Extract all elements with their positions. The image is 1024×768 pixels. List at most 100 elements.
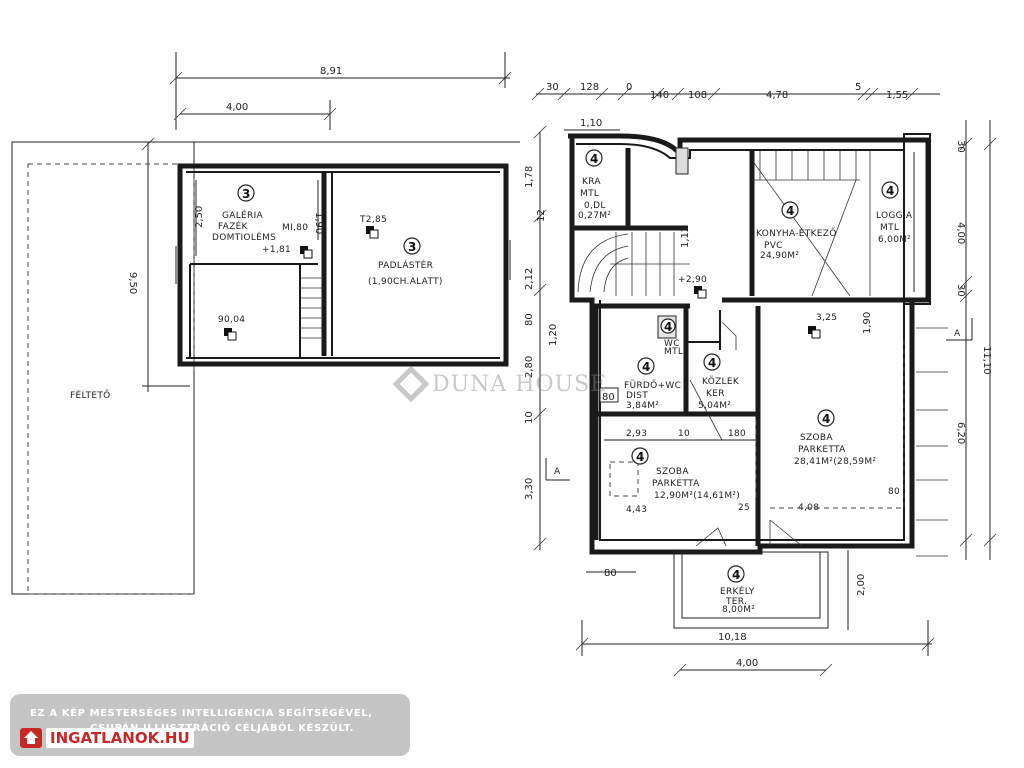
svg-text:30: 30	[955, 284, 966, 297]
svg-text:T2,85: T2,85	[359, 215, 387, 225]
svg-text:KER: KER	[706, 389, 725, 399]
upper-dimensions: 8,91 4,00 9,50	[127, 52, 512, 392]
svg-text:80: 80	[604, 568, 617, 579]
svg-text:+1,81: +1,81	[262, 245, 291, 255]
room-galeria: 3 GALÉRIA FAZÉK DOMTIOLÉMS MI,80 +1,81 9…	[212, 184, 313, 341]
svg-text:12,90M²(14,61M²): 12,90M²(14,61M²)	[654, 491, 740, 501]
chimney-icon	[675, 147, 689, 175]
section-markers: A A	[545, 318, 973, 481]
svg-text:(1,90CH.ALATT): (1,90CH.ALATT)	[368, 277, 443, 287]
room-kozlek: 4 KÖZLEK KER 5,04M²	[698, 353, 740, 411]
svg-text:4: 4	[590, 152, 598, 166]
svg-text:80: 80	[602, 392, 615, 403]
disclaimer-text: EZ A KÉP MESTERSÉGES INTELLIGENCIA SEGÍT…	[30, 706, 400, 736]
duna-house-logo-icon	[392, 365, 430, 403]
svg-text:LOGGIA: LOGGIA	[876, 211, 913, 221]
svg-text:PADLÁSTÉR: PADLÁSTÉR	[378, 259, 433, 271]
section-a-left: A	[554, 467, 561, 477]
room-number-badge	[817, 409, 835, 427]
svg-text:2,00: 2,00	[856, 574, 867, 596]
svg-text:4: 4	[664, 320, 672, 334]
svg-text:10,18: 10,18	[718, 632, 747, 643]
dim-top-total: 8,91	[320, 66, 342, 77]
room-number-badge	[881, 181, 899, 199]
svg-text:MI,80: MI,80	[282, 223, 308, 233]
svg-text:4,43: 4,43	[626, 505, 647, 515]
upper-floor-walls: 2,50 1,90	[175, 163, 511, 367]
svg-text:ERKÉLY: ERKÉLY	[720, 585, 755, 597]
svg-text:180: 180	[728, 429, 746, 439]
svg-text:PVC: PVC	[764, 241, 783, 251]
section-a-right: A	[954, 329, 961, 339]
svg-text:1,90: 1,90	[862, 312, 873, 334]
svg-text:2,93: 2,93	[626, 429, 647, 439]
svg-text:4,08: 4,08	[798, 503, 819, 513]
svg-text:80: 80	[524, 313, 535, 326]
svg-text:FAZÉK: FAZÉK	[218, 220, 249, 232]
ingatlanok-logo-text: INGATLANOK.HU	[46, 728, 194, 748]
roof-outline: FÉLTETŐ	[11, 141, 520, 595]
dim-top-sub: 4,00	[226, 102, 248, 113]
svg-text:TER.: TER.	[725, 597, 747, 607]
svg-text:12: 12	[536, 209, 547, 222]
svg-text:3,30: 3,30	[524, 478, 535, 500]
svg-text:DOMTIOLÉMS: DOMTIOLÉMS	[212, 231, 276, 243]
svg-text:4: 4	[732, 568, 740, 582]
room-number-badge	[660, 318, 676, 334]
room-wc: 4 WC MTL	[657, 315, 683, 357]
svg-text:1,78: 1,78	[524, 166, 535, 188]
svg-text:2,80: 2,80	[524, 356, 535, 378]
room-szoba-large: 3,25 1,90 4 SZOBA PARKETTA 28,41M²(28,59…	[794, 312, 900, 513]
room-konyha: 4 KONYHA-ÉTKEZŐ PVC 24,90M²	[756, 201, 836, 261]
room-szoba-small: 2,93 10 180 4 SZOBA PARKETTA 12,90M²(14,…	[604, 429, 756, 515]
svg-text:30: 30	[546, 82, 559, 93]
svg-text:FÜRDŐ+WC: FÜRDŐ+WC	[624, 380, 681, 391]
svg-text:128: 128	[580, 82, 599, 93]
svg-text:4,00: 4,00	[736, 658, 758, 669]
galeria-dim-a: 2,50	[194, 206, 205, 228]
room-number-badge	[237, 184, 255, 202]
svg-text:4,78: 4,78	[766, 90, 788, 101]
svg-text:30: 30	[955, 140, 966, 153]
svg-text:1,55: 1,55	[886, 90, 908, 101]
room-loggia: 4 LOGGIA MTL 6,00M²	[876, 181, 913, 245]
svg-text:4: 4	[822, 412, 830, 426]
ai-disclaimer-banner: EZ A KÉP MESTERSÉGES INTELLIGENCIA SEGÍT…	[10, 694, 410, 756]
svg-text:3,25: 3,25	[816, 313, 837, 323]
svg-text:25: 25	[738, 503, 750, 513]
svg-text:10: 10	[678, 429, 690, 439]
svg-text:5,04M²: 5,04M²	[698, 401, 731, 411]
svg-text:0,27M²: 0,27M²	[578, 211, 611, 221]
room-furdo: 4 FÜRDŐ+WC DIST 3,84M² 80	[599, 357, 681, 411]
svg-text:KÖZLEK: KÖZLEK	[702, 376, 740, 387]
svg-text:DIST: DIST	[626, 391, 648, 401]
svg-text:108: 108	[688, 90, 707, 101]
watermark-text: DUNA HOUSE	[432, 371, 608, 397]
svg-text:24,90M²: 24,90M²	[760, 251, 799, 261]
svg-text:4: 4	[886, 184, 894, 198]
svg-text:MTL: MTL	[664, 347, 683, 357]
svg-text:1,12: 1,12	[680, 226, 691, 248]
svg-text:3: 3	[408, 240, 416, 254]
svg-text:GALÉRIA: GALÉRIA	[222, 209, 264, 221]
galeria-dim-b: 1,90	[313, 212, 324, 234]
svg-text:4: 4	[708, 356, 716, 370]
room-number-badge	[403, 237, 421, 255]
svg-text:KRA: KRA	[582, 177, 601, 187]
room-number-badge	[703, 353, 721, 371]
disclaimer-line-2: CSUPÁN ILLUSZTRÁCIÓ CÉLJÁBÓL KÉSZÜLT.	[90, 723, 354, 734]
svg-text:0,DL: 0,DL	[584, 201, 606, 211]
svg-text:1,10: 1,10	[580, 118, 602, 129]
svg-text:+2,90: +2,90	[678, 275, 707, 285]
svg-text:1,20: 1,20	[548, 324, 559, 346]
room-number-badge	[631, 447, 649, 465]
ingatlanok-logo[interactable]: INGATLANOK.HU	[20, 728, 194, 748]
svg-text:6,20: 6,20	[955, 422, 966, 444]
svg-text:4: 4	[636, 450, 644, 464]
room-number-badge	[727, 565, 745, 583]
ground-stairs	[577, 150, 860, 296]
svg-text:5: 5	[855, 82, 861, 93]
svg-text:4: 4	[786, 204, 794, 218]
roof-label: FÉLTETŐ	[70, 389, 111, 401]
